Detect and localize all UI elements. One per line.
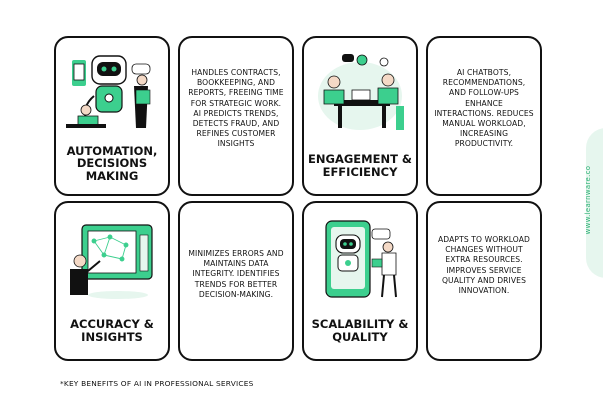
website-label[interactable]: www.learnware.co <box>584 165 592 235</box>
card-scalability: Scalability & Quality <box>302 201 418 361</box>
team-meeting-illustration-icon <box>318 54 404 130</box>
card-engagement: Engagement & Efficiency <box>302 36 418 196</box>
card-title: Engagement & Efficiency <box>308 152 412 179</box>
footnote: *Key benefits of AI in professional serv… <box>60 379 254 388</box>
card-scalability-text: Adapts to workload changes without extra… <box>426 201 542 361</box>
card-automation-text: Handles contracts, bookkeeping, and repo… <box>178 36 294 196</box>
card-accuracy-text: Minimizes errors and maintains data inte… <box>178 201 294 361</box>
phone-robot-illustration-icon <box>325 220 397 298</box>
data-network-illustration-icon <box>70 224 153 299</box>
robot-illustration-icon <box>66 55 151 128</box>
side-tab <box>586 128 603 278</box>
card-description: AI chatbots, recommendations, and follow… <box>434 68 534 149</box>
card-accuracy: Accuracy & Insights <box>54 201 170 361</box>
card-automation: Automation, Decisions Making <box>54 36 170 196</box>
card-description: Handles contracts, bookkeeping, and repo… <box>188 68 284 149</box>
card-description: Adapts to workload changes without extra… <box>438 235 530 296</box>
card-title: Automation, Decisions Making <box>66 143 158 183</box>
card-engagement-text: AI chatbots, recommendations, and follow… <box>426 36 542 196</box>
card-title: Scalability & Quality <box>311 317 409 344</box>
card-title: Accuracy & Insights <box>70 317 154 344</box>
card-description: Minimizes errors and maintains data inte… <box>188 249 284 299</box>
